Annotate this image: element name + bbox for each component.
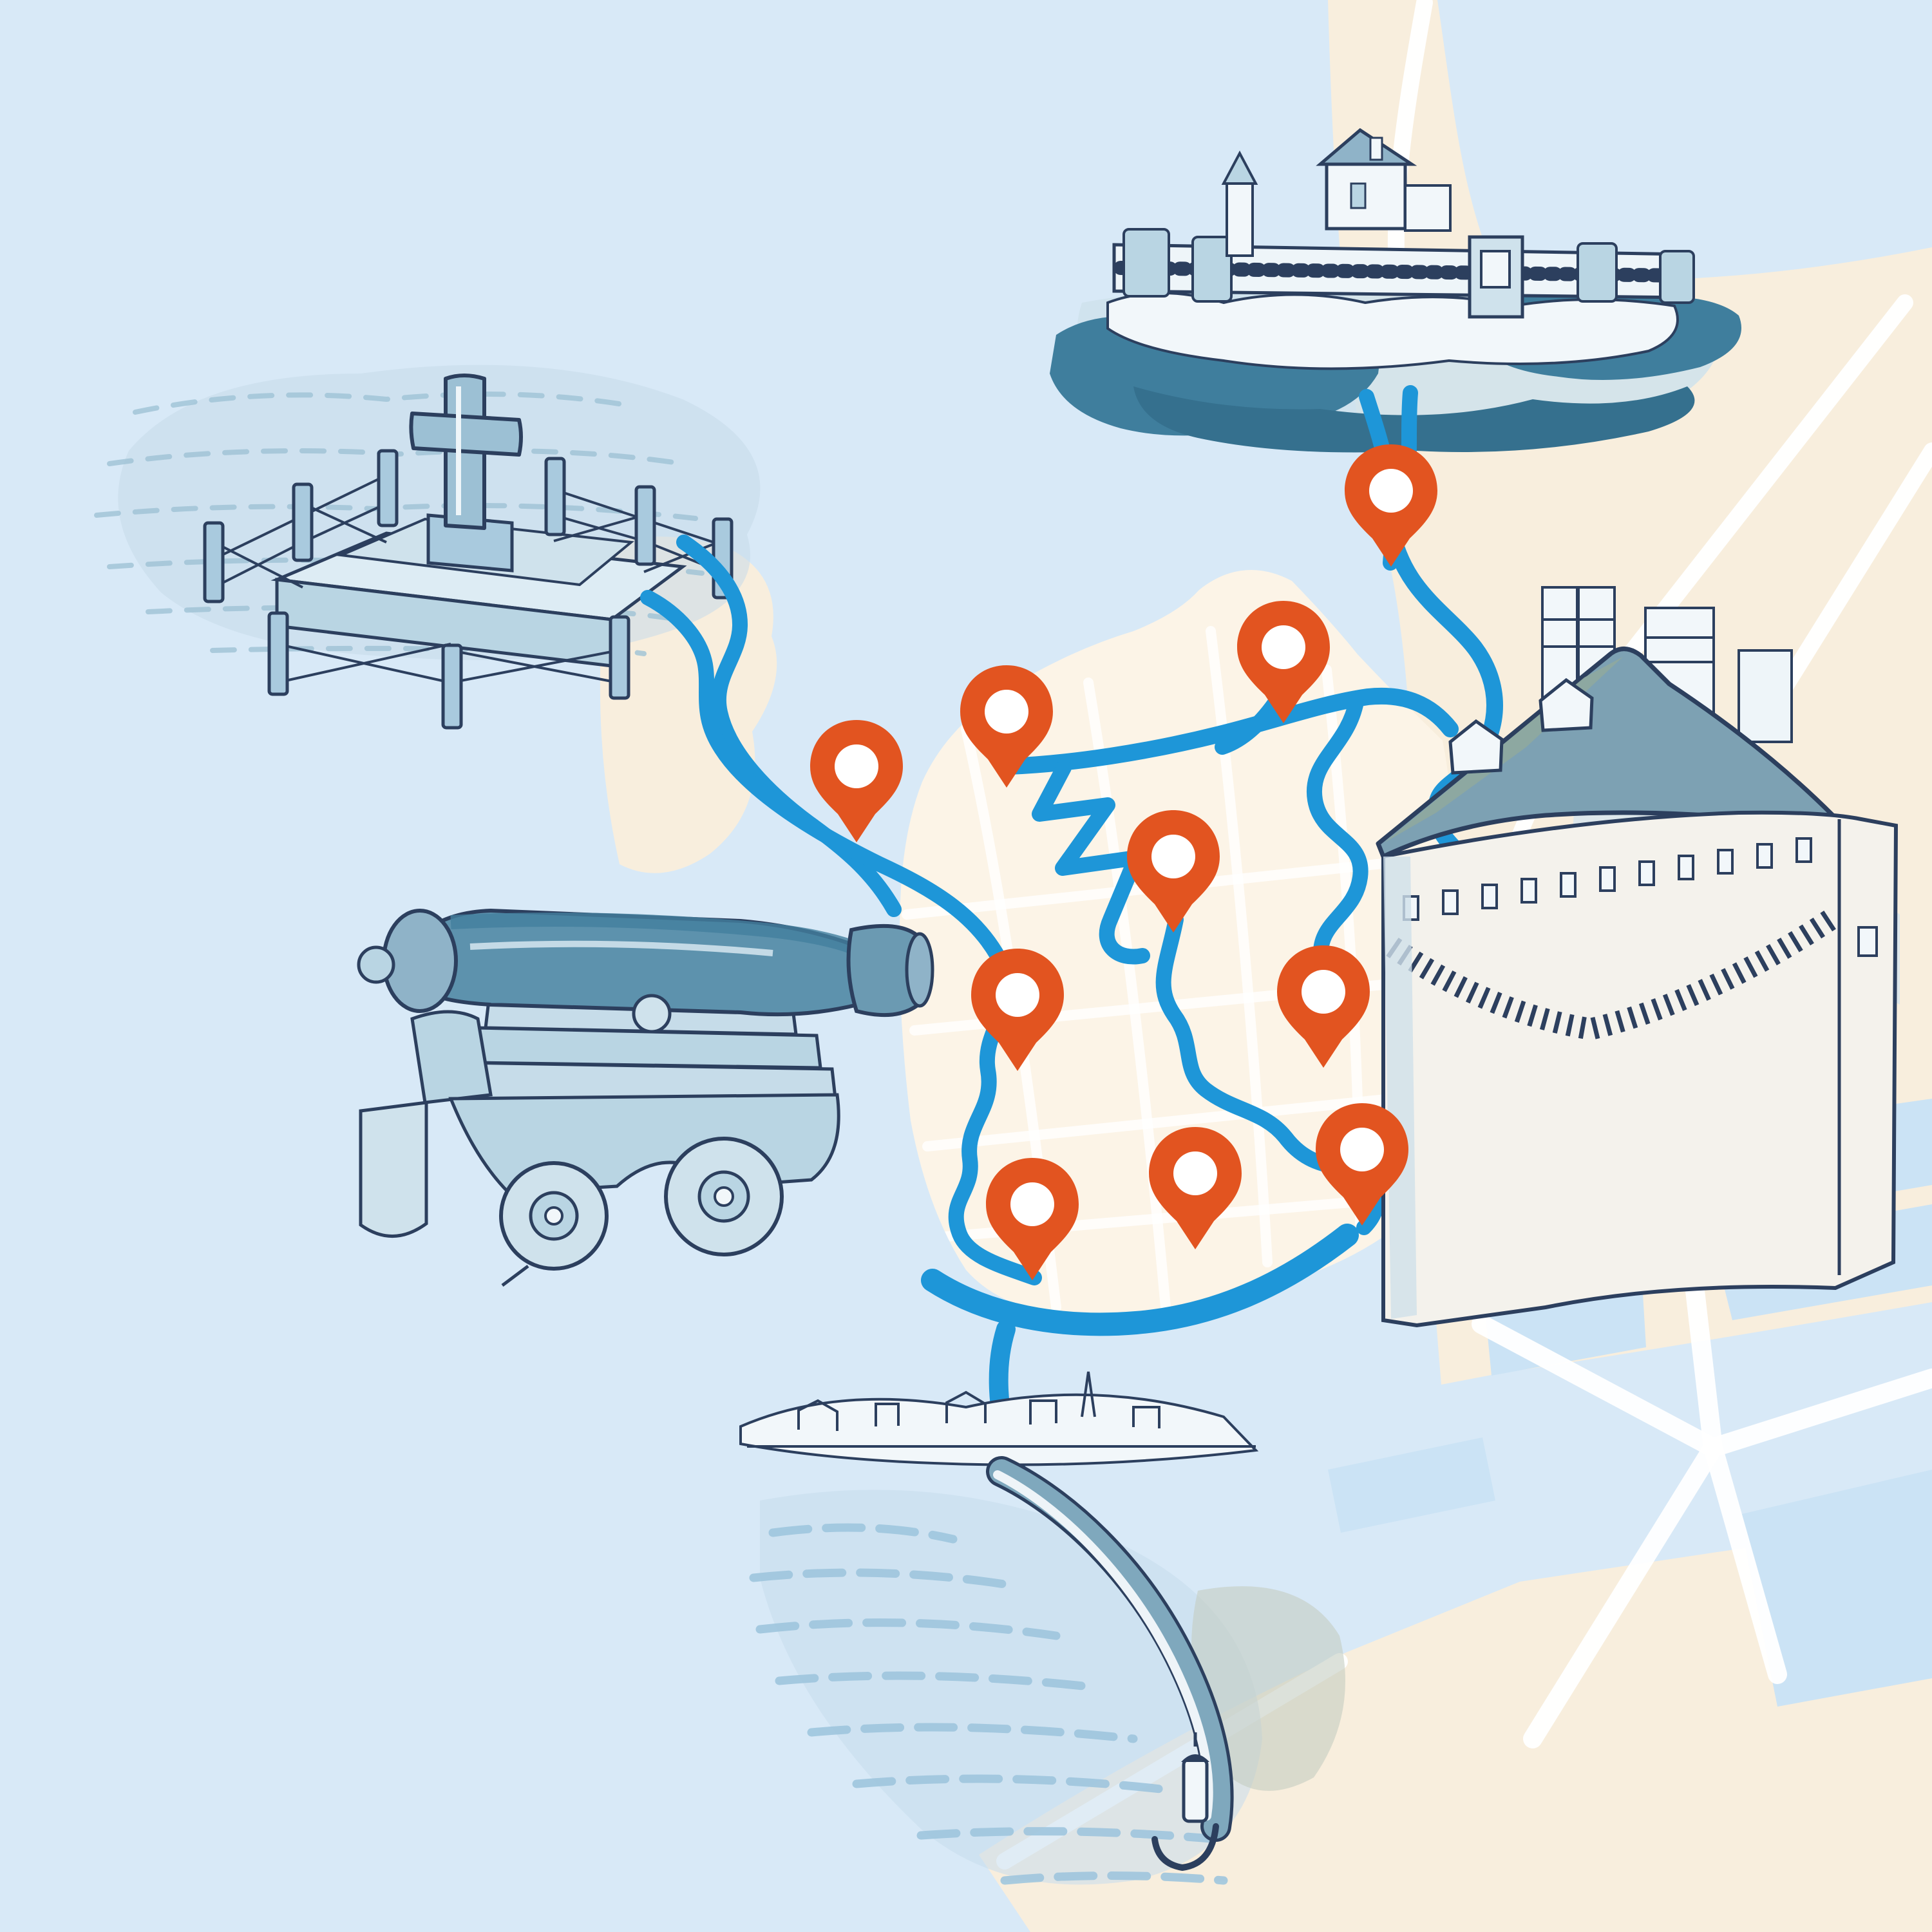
sea-hatch (749, 1523, 1228, 1885)
cannon-barrel (357, 908, 934, 1034)
pier-town-buildings (747, 1371, 1256, 1448)
street-hub-w (1472, 1314, 1723, 1457)
pier-breakwater (986, 1456, 1234, 1871)
pin-hole (1010, 1182, 1054, 1226)
fort-rocks (1106, 292, 1679, 370)
cannon-trunnion (632, 994, 672, 1034)
castle-keep-illustration (1376, 586, 1900, 1328)
map-pin-2[interactable] (1237, 601, 1330, 723)
pin-hole (835, 744, 878, 788)
street-hub-sw (1523, 1438, 1723, 1748)
castle-window-9 (1717, 849, 1734, 875)
castle-window-2 (1442, 889, 1459, 915)
sea-hatch-stroke-4 (775, 1671, 1099, 1692)
harbor-pier-illustration (739, 1371, 1259, 1871)
street-ne-1 (1615, 294, 1913, 672)
sea-hatch-stroke-2 (749, 1568, 1009, 1589)
pin-hole (1151, 835, 1195, 878)
dock-basin-4 (1739, 1470, 1932, 1707)
map-pin-6[interactable] (971, 949, 1064, 1071)
street-town-v3 (1206, 626, 1273, 1267)
pin-hole (985, 690, 1028, 734)
sea-hatch-stroke-6 (852, 1774, 1177, 1795)
pin-hole (996, 973, 1039, 1017)
castle-window-11 (1795, 837, 1812, 863)
map-pin-4[interactable] (810, 720, 903, 842)
castle-window-6 (1599, 866, 1616, 892)
fort-gate-tower (1468, 235, 1524, 319)
map-pin-8[interactable] (1316, 1103, 1408, 1226)
tomb-cross (409, 374, 523, 573)
street-hub-s (1703, 1438, 1787, 1684)
pier-town (739, 1393, 1259, 1466)
castle-windows-and-machicolation (1386, 837, 1841, 1041)
castle-window-4 (1520, 878, 1537, 904)
fort-keep (1316, 128, 1452, 232)
sea-hatch-stroke-8 (1000, 1871, 1228, 1885)
tomb-monument-illustration (94, 365, 761, 730)
map-pin-9[interactable] (986, 1158, 1079, 1280)
dock-channel (1328, 1437, 1495, 1533)
castle-wall (1381, 810, 1899, 1328)
cannon-tail-bracket (359, 1101, 428, 1238)
naval-cannon-illustration (357, 908, 934, 1287)
grey-shade-blob (1191, 1586, 1345, 1791)
castle-window-7 (1638, 860, 1655, 886)
map-pin-7[interactable] (1277, 945, 1370, 1068)
lighthouse-icon (1181, 1732, 1209, 1823)
street-hub-e (1703, 1368, 1932, 1457)
map-pin-1[interactable] (1345, 444, 1437, 567)
castle-window-10 (1756, 843, 1773, 869)
cannon-wheel-front (664, 1137, 784, 1256)
castle-tower-window (1857, 926, 1878, 957)
castle-window-8 (1678, 855, 1694, 880)
fort-flag-tower (1221, 150, 1258, 257)
pin-hole (1302, 970, 1345, 1014)
pin-hole (1262, 625, 1305, 669)
sea-hatch-stroke-7 (916, 1827, 1215, 1843)
route-zigzag (1032, 760, 1150, 965)
cannon-wheel-rear (499, 1161, 609, 1287)
castle-wall-shade (1383, 857, 1417, 1319)
route-tomb-b (640, 590, 1012, 978)
map-pin-3[interactable] (960, 665, 1053, 788)
pin-hole (1173, 1151, 1217, 1195)
sea-hatch-stroke-5 (807, 1723, 1138, 1743)
street-town-h3 (922, 1090, 1435, 1151)
castle-window-3 (1481, 884, 1498, 909)
sea-hatch-stroke-3 (755, 1618, 1061, 1640)
route-center-south (1155, 912, 1368, 1175)
castle-window-5 (1560, 872, 1577, 898)
map-pins-layer (810, 444, 1437, 1280)
street-north-band (1387, 0, 1433, 290)
pin-hole (1369, 469, 1413, 513)
sand-hatch-stroke-2 (107, 448, 685, 466)
fort-bastions (1122, 228, 1695, 304)
route-coast (921, 1224, 1359, 1336)
pin-hole (1340, 1128, 1384, 1171)
map-pin-10[interactable] (1149, 1127, 1242, 1249)
castle-dormers (1448, 677, 1594, 775)
island-fort-illustration (1050, 128, 1741, 453)
sea-hatch-stroke-1 (768, 1523, 958, 1544)
sand-hatch-stroke-1 (133, 392, 634, 415)
map-pin-5[interactable] (1127, 810, 1220, 933)
